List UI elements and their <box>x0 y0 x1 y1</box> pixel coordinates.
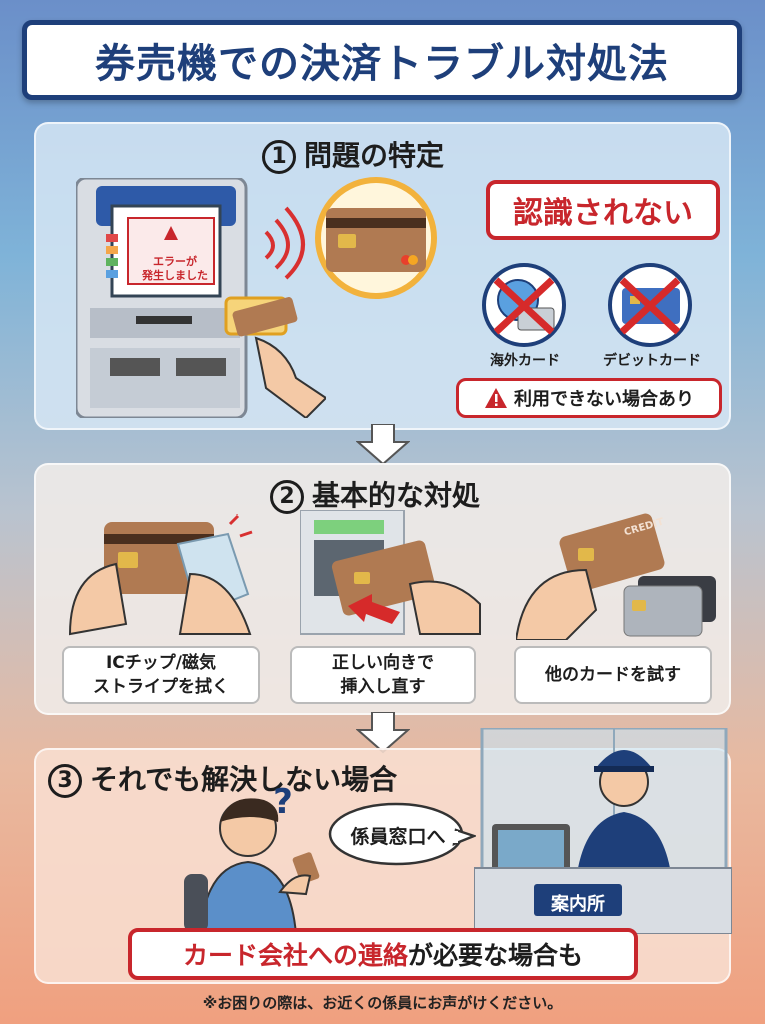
speech-bubble-text: 係員窓口へ <box>350 826 446 848</box>
section1-title-text: 問題の特定 <box>304 139 445 172</box>
step-wipe-text: ICチップ/磁気 ストライプを拭く <box>93 653 229 697</box>
not-recognized-text: 認識されない <box>513 196 693 231</box>
speech-bubble-shape <box>328 802 476 866</box>
down-arrow-1 <box>356 424 410 466</box>
question-mark-icon: ? <box>273 782 293 822</box>
page-title: 券売機での決済トラブル対処法 <box>95 41 669 87</box>
card-glow-illustration <box>315 177 437 299</box>
foreign-card-label: 海外カード <box>490 353 560 369</box>
step-reinsert-text: 正しい向きで 挿入し直す <box>332 653 434 697</box>
section3-title-text: それでも解決しない場合 <box>90 763 398 796</box>
confused-passenger-illustration <box>184 798 320 934</box>
step-other-card-caption: 他のカードを試す <box>514 646 712 704</box>
section2-number: 2 <box>270 480 304 514</box>
contact-rest-text: が必要な場合も <box>408 941 584 970</box>
contact-card-company-box: カード会社への連絡が必要な場合も <box>128 928 638 980</box>
foreign-card-icon <box>482 263 566 347</box>
title-banner: 券売機での決済トラブル対処法 <box>22 20 742 100</box>
warning-badge: 利用できない場合あり <box>456 378 722 418</box>
section2-title-text: 基本的な対処 <box>312 479 481 512</box>
step-other-card-text: 他のカードを試す <box>545 665 681 685</box>
section1-number: 1 <box>262 140 296 174</box>
section3-number: 3 <box>48 764 82 798</box>
not-recognized-callout: 認識されない <box>486 180 720 240</box>
contact-highlight-text: カード会社への連絡 <box>182 941 408 970</box>
info-booth-sign: 案内所 <box>551 894 605 915</box>
warning-icon <box>485 388 507 408</box>
other-card-illustration <box>516 513 716 640</box>
reinsert-card-illustration <box>300 510 481 635</box>
debit-card-label: デビットカード <box>603 353 701 369</box>
wipe-card-illustration <box>68 514 253 636</box>
down-arrow-2 <box>356 712 410 754</box>
debit-card-icon <box>608 263 692 347</box>
ticket-machine-illustration <box>76 178 326 418</box>
warning-text: 利用できない場合あり <box>514 389 694 410</box>
info-booth-illustration <box>474 728 732 934</box>
step-wipe-caption: ICチップ/磁気 ストライプを拭く <box>62 646 260 704</box>
step-reinsert-caption: 正しい向きで 挿入し直す <box>290 646 476 704</box>
machine-error-text: エラーが 発生しました <box>142 255 208 282</box>
footer-note: ※お困りの際は、お近くの係員にお声がけください。 <box>202 994 563 1012</box>
